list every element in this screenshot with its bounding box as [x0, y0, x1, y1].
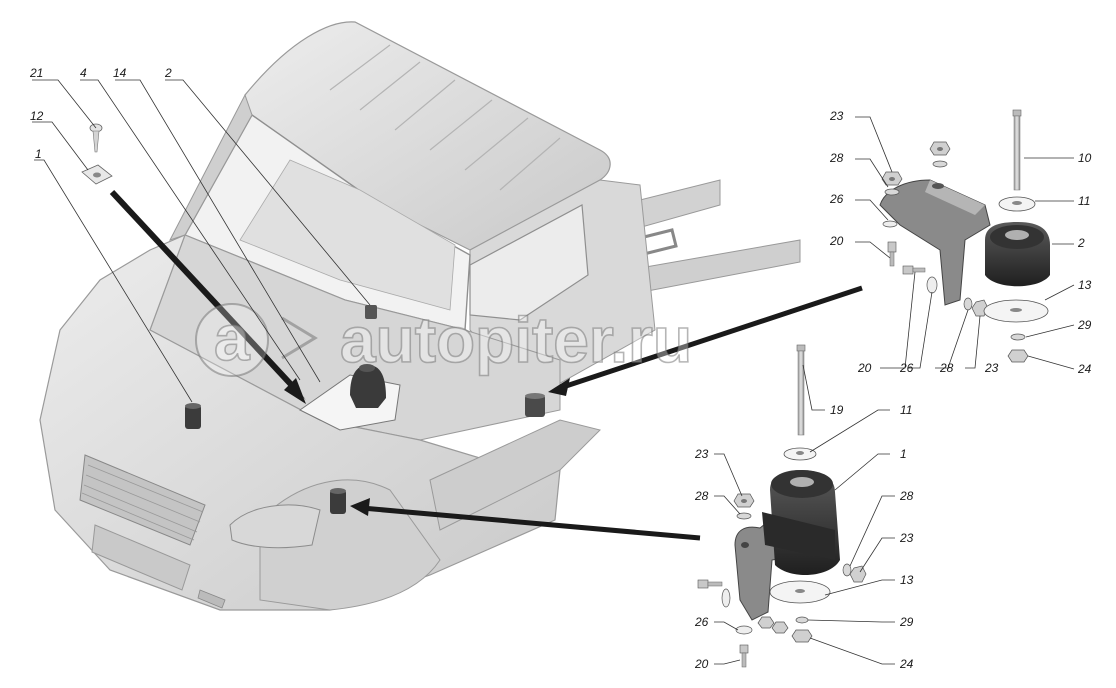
arrow-to-rear-mount	[559, 285, 863, 391]
svg-text:a: a	[214, 302, 250, 374]
rear-mount-exploded-view	[879, 109, 1050, 363]
rubber-mount-block	[762, 470, 840, 576]
callout-29: 29	[899, 615, 914, 629]
callout-29: 29	[1077, 318, 1092, 332]
cab-mount-rear	[525, 393, 545, 417]
callout-20: 20	[829, 234, 844, 248]
callout-10: 10	[1078, 151, 1092, 165]
nut	[929, 141, 951, 156]
callout-24: 24	[1077, 362, 1092, 376]
flat-washer	[926, 276, 938, 294]
callout-20: 20	[694, 657, 709, 671]
cab-mount-upper	[365, 305, 377, 319]
callout-13: 13	[900, 573, 914, 587]
screw-part	[89, 123, 103, 153]
roof-ribs	[329, 44, 561, 191]
callout-23: 23	[984, 361, 999, 375]
flat-washer	[882, 220, 898, 228]
short-bolt	[697, 579, 723, 589]
callout-1: 1	[35, 147, 42, 161]
nut	[733, 493, 755, 508]
arrow-head	[548, 378, 570, 396]
callout-28: 28	[899, 489, 914, 503]
long-bolt	[796, 344, 806, 436]
leader-lines	[32, 79, 1075, 665]
rubber-mount-block	[985, 222, 1050, 287]
nut	[757, 616, 775, 629]
callout-19: 19	[830, 403, 844, 417]
arrow-to-floor-mount	[109, 189, 301, 395]
watermark-text: autopiter.ru	[340, 304, 692, 376]
front-mount-exploded-view	[697, 344, 867, 668]
long-bolt	[1012, 109, 1022, 191]
callout-12: 12	[30, 109, 44, 123]
grille-slats	[81, 464, 204, 541]
callout-14: 14	[113, 66, 127, 80]
spring-washer	[842, 563, 852, 577]
callout-28: 28	[829, 151, 844, 165]
cab-mount-front-right	[330, 488, 346, 514]
nut	[1007, 349, 1029, 363]
callout-23: 23	[694, 447, 709, 461]
fog-lamp-slot	[197, 589, 226, 609]
callout-28: 28	[694, 489, 709, 503]
callout-26: 26	[829, 192, 844, 206]
spring-washer	[884, 188, 900, 196]
spring-washer	[1010, 333, 1026, 341]
callout-2: 2	[1077, 236, 1085, 250]
callout-24: 24	[899, 657, 914, 671]
callout-labels: 21 4 14 2 12 1 23 28 26 20 10 11 2 13 29…	[29, 66, 1092, 671]
callout-4: 4	[80, 66, 87, 80]
clip-nut-part	[81, 164, 113, 185]
callout-13: 13	[1078, 278, 1092, 292]
cab-interior	[239, 159, 456, 311]
lower-grille	[91, 524, 191, 591]
callout-26: 26	[899, 361, 914, 375]
callout-23: 23	[899, 531, 914, 545]
pointer-arrows	[109, 189, 863, 541]
mount-bracket	[879, 179, 991, 306]
callout-26: 26	[694, 615, 709, 629]
short-bolt	[739, 644, 749, 668]
callout-11: 11	[1078, 194, 1090, 208]
callout-28: 28	[939, 361, 954, 375]
short-bolt	[887, 241, 897, 267]
nut	[849, 565, 867, 583]
spring-washer	[932, 160, 948, 168]
spring-washer	[795, 616, 809, 624]
callout-20: 20	[857, 361, 872, 375]
arrow-head	[350, 498, 370, 516]
nut	[791, 629, 813, 643]
headlamp	[229, 504, 321, 549]
gear-lever-boot	[299, 364, 401, 431]
watermark-at-sign	[195, 303, 269, 377]
callout-21: 21	[29, 66, 43, 80]
flat-washer	[735, 625, 753, 635]
spring-washer	[736, 512, 752, 520]
flat-washer	[721, 588, 731, 608]
spring-washer	[963, 297, 973, 311]
callout-2: 2	[164, 66, 172, 80]
callout-1: 1	[900, 447, 907, 461]
callout-11: 11	[900, 403, 912, 417]
nut	[771, 621, 789, 634]
watermark: a autopiter.ru	[195, 301, 693, 377]
cab-mount-front-left	[185, 403, 201, 429]
nut	[881, 171, 903, 186]
short-bolt	[902, 265, 926, 275]
clip-nut-assembly	[81, 123, 113, 185]
arrow-to-front-mount	[361, 505, 701, 541]
arrow-head	[284, 378, 306, 404]
side-sill	[429, 419, 601, 531]
door-window	[469, 204, 589, 321]
callout-23: 23	[829, 109, 844, 123]
